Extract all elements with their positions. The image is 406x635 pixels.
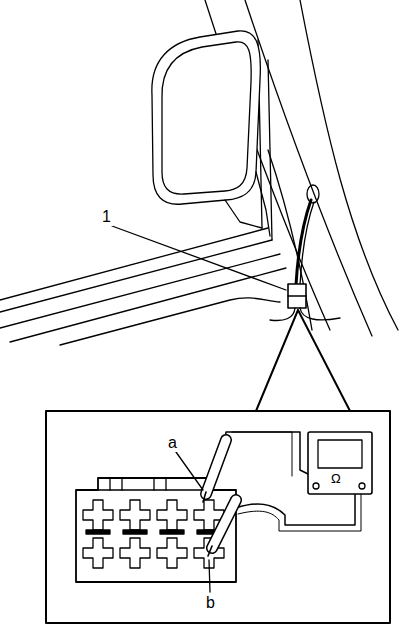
probe xyxy=(206,440,226,494)
mirror-glass xyxy=(162,42,251,194)
harness-wire xyxy=(300,202,314,285)
test-lead xyxy=(238,490,361,531)
terminal-cavity xyxy=(83,538,113,568)
connector xyxy=(288,284,306,308)
terminal-cavity xyxy=(83,500,113,530)
ohmmeter xyxy=(308,432,372,494)
leader-line xyxy=(176,452,203,490)
pillar-line xyxy=(268,150,312,330)
meter-display xyxy=(318,440,362,468)
grommet xyxy=(307,185,319,203)
door-line xyxy=(0,254,280,328)
harness-wire xyxy=(270,308,340,321)
probe-tip xyxy=(208,546,212,556)
terminal-bar xyxy=(160,530,184,534)
probe-tip xyxy=(203,492,206,502)
door-line xyxy=(60,298,280,345)
terminal-cavity xyxy=(157,500,187,530)
terminal-label: a xyxy=(166,434,179,452)
door-line xyxy=(0,228,268,300)
test-lead xyxy=(222,432,316,478)
inset-frame xyxy=(46,411,390,623)
meter-jack xyxy=(313,483,319,489)
connector xyxy=(288,295,306,296)
inset-leader xyxy=(256,310,350,411)
terminal-cavity xyxy=(157,538,187,568)
meter-symbol: Ω xyxy=(331,471,341,486)
terminal-label: b xyxy=(204,594,217,612)
test-lead xyxy=(232,432,292,476)
pillar-line xyxy=(245,0,372,336)
callout-number: 1 xyxy=(100,208,113,226)
door-line xyxy=(10,268,286,342)
harness-wire xyxy=(296,200,311,285)
mirror-housing xyxy=(152,31,261,204)
leader-line xyxy=(112,226,286,290)
connector-lock xyxy=(110,478,166,490)
mirror-mount xyxy=(225,172,270,236)
meter-jack xyxy=(359,483,365,489)
terminal-cavities xyxy=(83,500,224,568)
test-lead xyxy=(236,490,355,525)
probe xyxy=(212,500,236,548)
probe xyxy=(212,500,236,548)
window-frame xyxy=(268,60,272,240)
pillar-line xyxy=(300,0,398,330)
terminal-cavity xyxy=(120,538,150,568)
probe xyxy=(206,440,226,494)
terminal-bar xyxy=(123,530,147,534)
door-line xyxy=(0,240,272,312)
terminal-bar xyxy=(86,530,110,534)
leader-line xyxy=(209,560,210,592)
terminal-cavity xyxy=(120,500,150,530)
